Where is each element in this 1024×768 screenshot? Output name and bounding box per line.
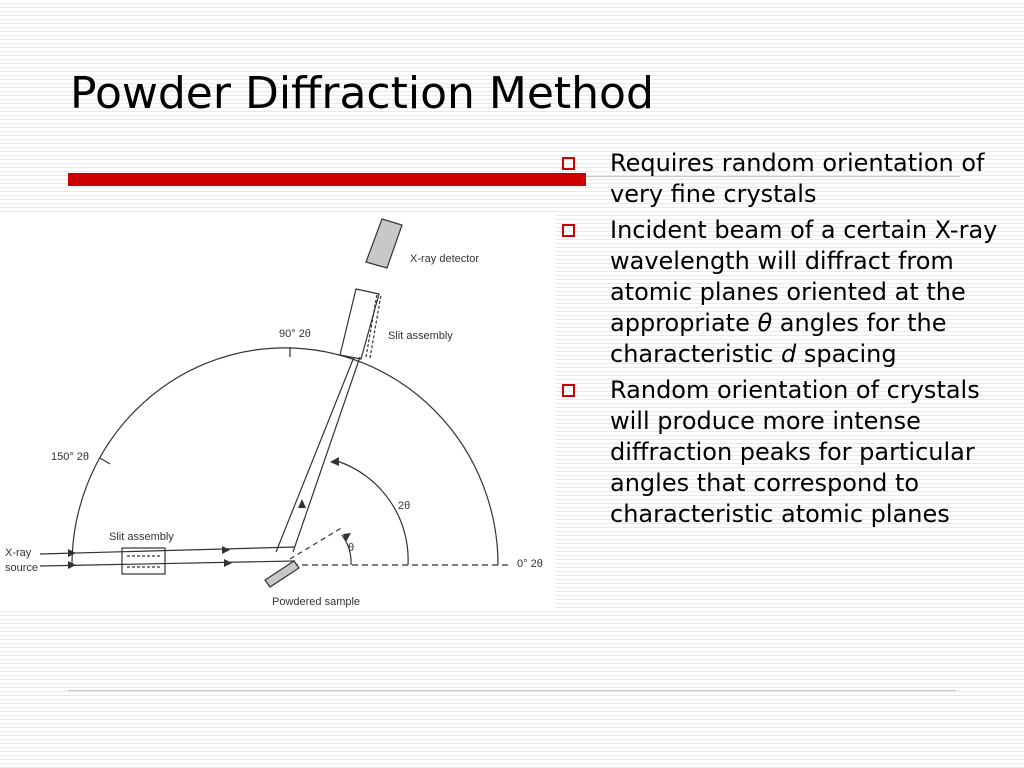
two-theta-arc	[336, 460, 409, 566]
bullet-list: Requires random orientation of very fine…	[556, 148, 1006, 535]
bullet-random-orientation-requirement: Requires random orientation of very fine…	[556, 148, 1006, 210]
label-slit-assembly-top: Slit assembly	[388, 330, 453, 342]
diffractometer-diagram-svg: X-ray detector Slit assembly 90° 2θ 150°…	[5, 218, 543, 608]
bullet-var-theta: θ	[757, 309, 773, 337]
label-theta: θ	[348, 542, 354, 554]
bullet-text: Requires random orientation of very fine…	[610, 149, 985, 208]
slit-assembly-top	[339, 288, 380, 360]
label-x-ray-source-line2: source	[5, 562, 38, 574]
label-x-ray-detector: X-ray detector	[410, 253, 479, 265]
label-angle-90: 90° 2θ	[279, 328, 311, 340]
diffracted-beam-right	[292, 356, 361, 553]
square-bullet-icon	[562, 157, 575, 170]
bullet-incident-beam: Incident beam of a certain X-ray wavelen…	[556, 215, 1006, 370]
incident-beam-lower	[39, 560, 296, 567]
tick-150	[99, 457, 111, 465]
square-bullet-icon	[562, 224, 575, 237]
label-slit-assembly-left: Slit assembly	[109, 531, 174, 543]
sample-normal	[289, 526, 344, 560]
label-angle-150: 150° 2θ	[51, 451, 89, 463]
bullet-text: Random orientation of crystals will prod…	[610, 376, 980, 528]
label-angle-0: 0° 2θ	[517, 558, 543, 570]
theta-arc	[341, 534, 352, 566]
bullet-text: Incident beam of a certain X-ray wavelen…	[610, 216, 998, 337]
diffractometer-diagram: X-ray detector Slit assembly 90° 2θ 150°…	[0, 212, 555, 610]
title-underline-accent	[68, 173, 586, 186]
x-ray-detector	[365, 218, 403, 269]
label-two-theta: 2θ	[398, 500, 410, 512]
diffracted-beam-left	[275, 356, 355, 553]
bullet-text-end: spacing	[796, 340, 897, 368]
footer-rule	[68, 690, 956, 691]
label-x-ray-source-line1: X-ray	[5, 547, 32, 559]
goniometer-arc	[71, 347, 499, 566]
powdered-sample	[264, 560, 300, 588]
label-powdered-sample: Powdered sample	[272, 596, 360, 608]
incident-beam-upper	[39, 546, 296, 555]
bullet-var-d: d	[781, 340, 797, 368]
bullet-random-orientation-peaks: Random orientation of crystals will prod…	[556, 375, 1006, 530]
bullet-text-mid: angles for the characteristic	[610, 309, 947, 368]
slit-assembly-left	[121, 547, 166, 575]
square-bullet-icon	[562, 384, 575, 397]
slide-title: Powder Diffraction Method	[70, 68, 654, 119]
